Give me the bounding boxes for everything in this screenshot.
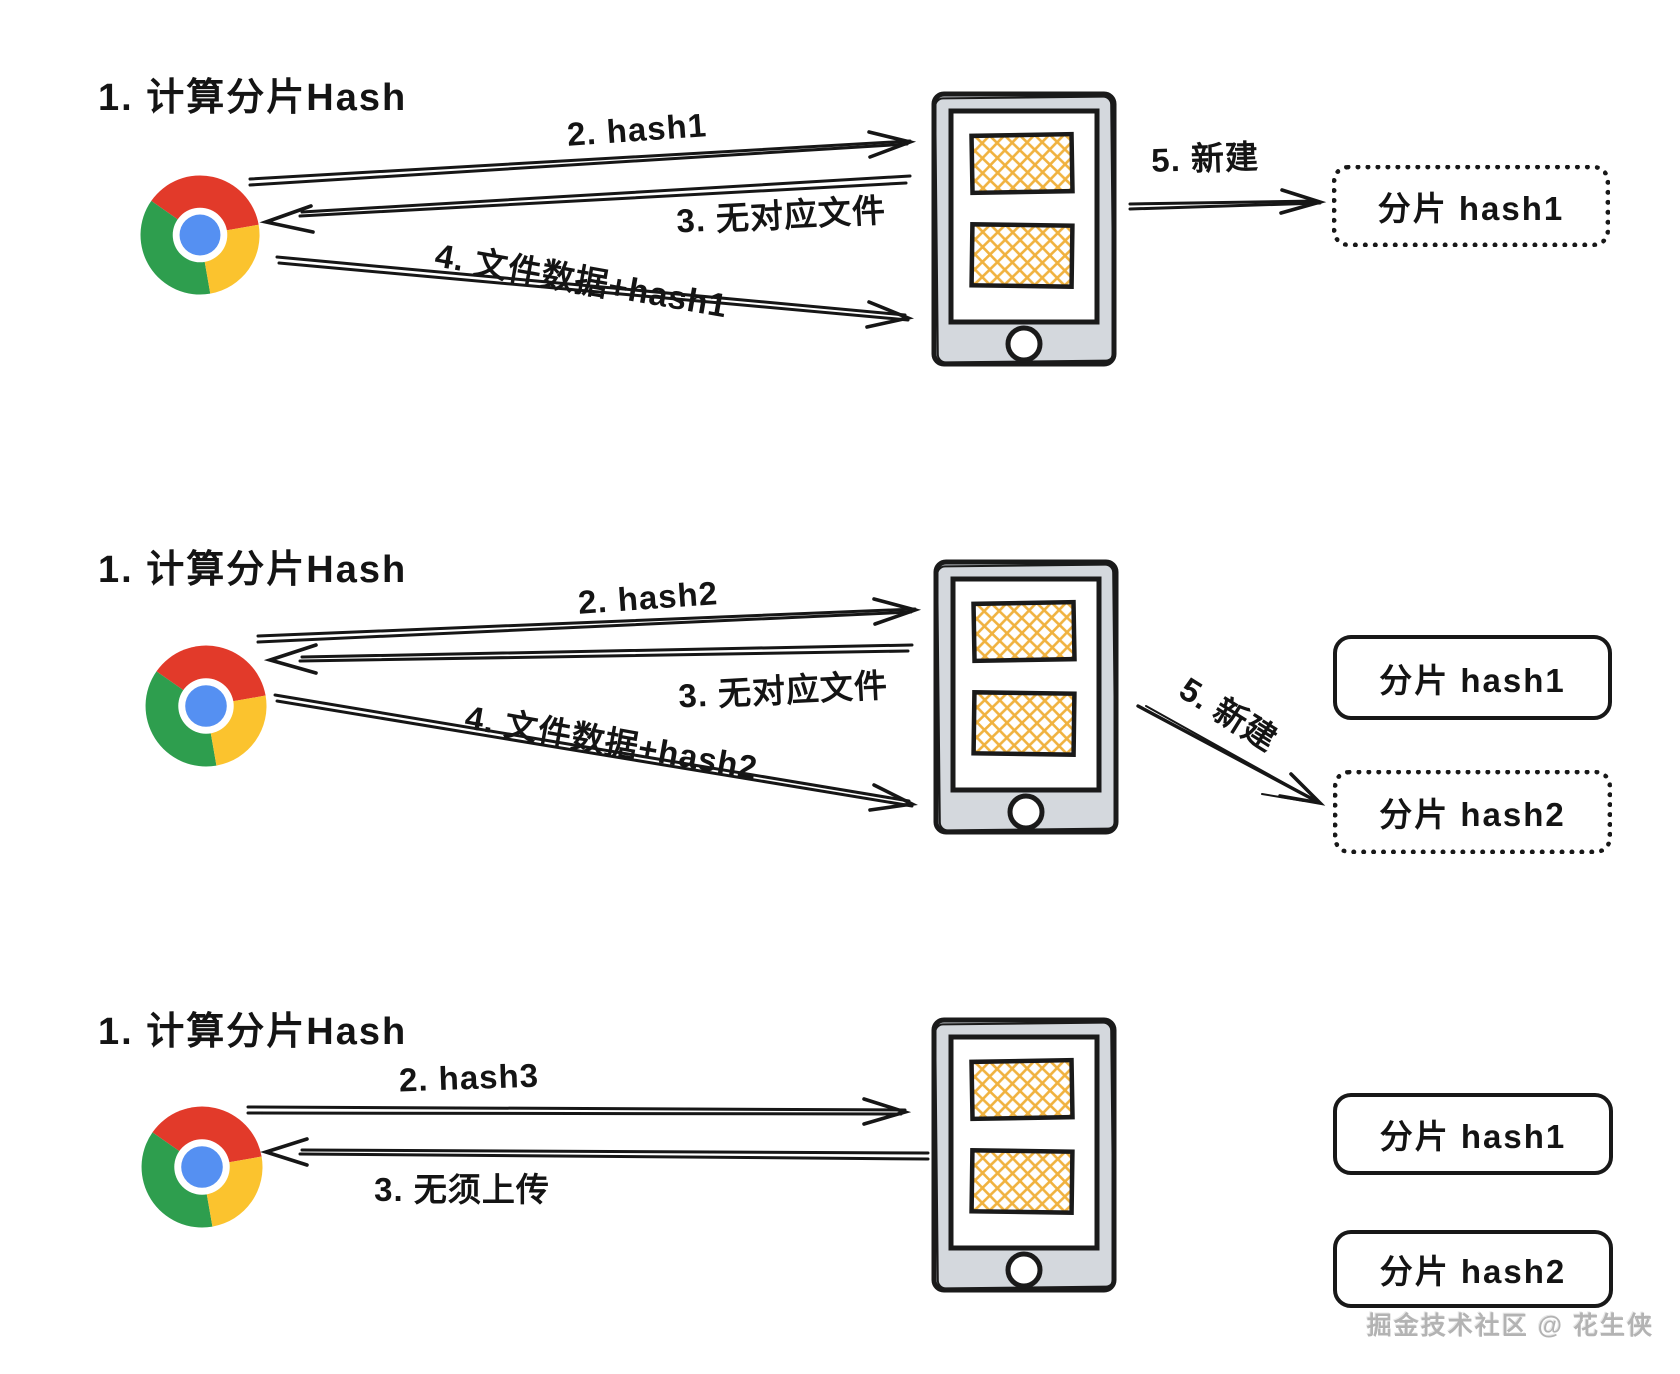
chunk-box-row3-hash2: 分片 hash2 bbox=[1333, 1230, 1613, 1308]
watermark: 掘金技术社区 @ 花生侠 bbox=[1366, 1312, 1654, 1340]
chrome-browser-icon bbox=[141, 1106, 263, 1228]
row2-arrow2-label: 2. hash2 bbox=[576, 574, 720, 621]
row3-arrow-no-upload bbox=[260, 1137, 930, 1167]
row1-arrow2-label: 2. hash1 bbox=[565, 106, 709, 153]
row1-arrow4-label: 4. 文件数据+hash1 bbox=[432, 236, 731, 325]
row3-step1-label: 1. 计算分片Hash bbox=[98, 1011, 408, 1053]
mobile-server-icon bbox=[930, 1016, 1118, 1294]
chrome-browser-icon bbox=[145, 645, 267, 767]
row3-arrow-send-hash bbox=[246, 1097, 912, 1126]
row3-arrow2-label: 2. hash3 bbox=[398, 1056, 540, 1099]
chrome-browser-icon bbox=[140, 175, 260, 295]
row2-arrow5-label: 5. 新建 bbox=[1173, 669, 1285, 759]
chunk-box-row1-hash1: 分片 hash1 bbox=[1332, 165, 1610, 247]
row2-arrow3-label: 3. 无对应文件 bbox=[677, 666, 889, 715]
row1-arrow-create bbox=[1128, 188, 1327, 215]
chunk-box-row3-hash1: 分片 hash1 bbox=[1333, 1093, 1613, 1175]
row3-arrow3-label: 3. 无须上传 bbox=[374, 1171, 550, 1208]
row2-step1-label: 1. 计算分片Hash bbox=[98, 549, 408, 591]
chunk-box-row2-hash1: 分片 hash1 bbox=[1333, 635, 1612, 720]
row1-arrow5-label: 5. 新建 bbox=[1150, 138, 1260, 179]
mobile-server-icon bbox=[932, 558, 1120, 836]
row1-step1-label: 1. 计算分片Hash bbox=[98, 77, 408, 119]
chunk-box-row2-hash2: 分片 hash2 bbox=[1333, 770, 1612, 854]
row1-arrow3-label: 3. 无对应文件 bbox=[675, 191, 887, 240]
mobile-server-icon bbox=[930, 90, 1118, 368]
